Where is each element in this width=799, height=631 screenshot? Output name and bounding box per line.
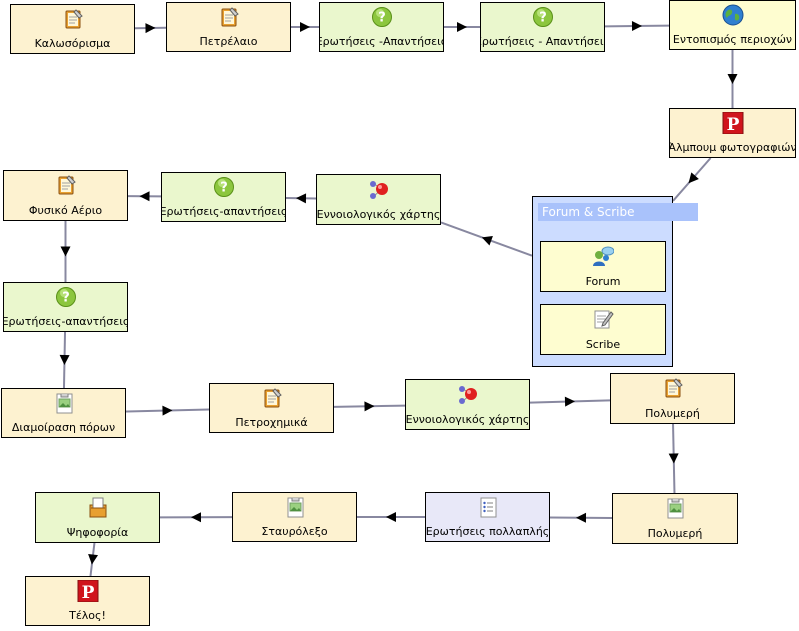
concept-map-node-1[interactable]: Εννοιολογικός χάρτης [316, 174, 441, 225]
node-label: Σταυρόλεξο [261, 525, 328, 538]
node-label: Άλμπουμ φωτογραφιών [669, 141, 796, 154]
qa-node-4[interactable]: ? Ερωτήσεις-απαντήσεις [3, 282, 128, 332]
activity-node-petroleum[interactable]: Πετρέλαιο [166, 2, 291, 52]
question-icon: ? [532, 7, 553, 27]
flow-arrow-icon [162, 405, 173, 416]
flow-arrow-icon [139, 191, 150, 202]
svg-text:P: P [726, 115, 739, 134]
scribe-icon [594, 310, 614, 329]
pixlr-icon: P [77, 580, 98, 602]
flow-arrow-icon [688, 172, 699, 184]
flow-arrow-icon [386, 512, 396, 522]
scribe-node[interactable]: Scribe [540, 304, 666, 355]
image-doc-icon [56, 393, 72, 414]
svg-text:?: ? [220, 181, 228, 196]
flow-arrow-icon [59, 354, 70, 365]
node-label: Πετρέλαιο [199, 35, 258, 48]
question-icon: ? [371, 7, 392, 27]
photo-album-node[interactable]: P Άλμπουμ φωτογραφιών [669, 108, 796, 158]
group-title: Forum & Scribe [538, 203, 698, 221]
image-doc-icon [667, 498, 684, 519]
node-label: Πολυμερή [647, 527, 703, 540]
flow-arrow-icon [88, 553, 99, 565]
flow-arrow-icon [457, 22, 467, 32]
svg-text:P: P [81, 583, 94, 602]
polymers-resource-node[interactable]: Πολυμερή [612, 493, 738, 544]
question-icon: ? [55, 287, 76, 307]
qa-node-3[interactable]: ? Ερωτήσεις-απαντήσεις [161, 172, 286, 222]
notebook-icon [264, 388, 282, 408]
flow-arrow-icon [631, 21, 642, 32]
globe-icon [722, 4, 743, 26]
image-doc-icon [287, 497, 303, 518]
notebook-icon [221, 7, 239, 27]
flow-arrow-icon [668, 453, 679, 464]
molecule-icon [369, 181, 388, 199]
node-label: Τέλος! [69, 609, 106, 622]
node-label: Forum [585, 275, 621, 288]
flow-arrow-icon [364, 401, 375, 412]
svg-text:?: ? [62, 291, 70, 306]
node-label: Ψηφοφορία [66, 526, 129, 539]
notebook-icon [58, 175, 76, 195]
node-label: Ερωτήσεις -Απαντήσεις [319, 35, 444, 48]
node-label: Εντοπισμός περιοχών [672, 33, 793, 46]
end-node[interactable]: P Τέλος! [25, 576, 150, 626]
node-label: Ερωτήσεις-απαντήσεις [3, 315, 128, 328]
flow-arrow-icon [60, 246, 71, 257]
resource-sharing-node[interactable]: Διαμοίραση πόρων [1, 388, 126, 438]
node-label: Ερωτήσεις-απαντήσεις [161, 205, 286, 218]
node-label: Πολυμερή [645, 407, 700, 420]
flow-arrow-icon [481, 236, 493, 246]
notebook-icon [665, 378, 683, 398]
ballot-icon [89, 497, 106, 518]
list-doc-icon [480, 497, 496, 518]
mcq-node[interactable]: Ερωτήσεις πολλαπλής [425, 492, 550, 542]
flow-arrow-icon [145, 23, 156, 34]
node-label: Εννοιολογικός χάρτης [316, 208, 441, 221]
node-label: Διαμοίραση πόρων [11, 421, 116, 434]
flow-arrow-icon [727, 74, 738, 84]
node-label: Εννοιολογικός χάρτης [405, 413, 530, 426]
concept-map-node-2[interactable]: Εννοιολογικός χάρτης [405, 379, 530, 430]
activity-node-welcome[interactable]: Καλωσόρισμα [10, 4, 135, 54]
activity-node-polymers[interactable]: Πολυμερή [610, 373, 735, 424]
node-label: Ερωτήσεις - Απαντήσεις [480, 35, 605, 48]
qa-node-2[interactable]: ? Ερωτήσεις - Απαντήσεις [480, 2, 605, 52]
qa-node-1[interactable]: ? Ερωτήσεις -Απαντήσεις [319, 2, 444, 52]
forum-icon [593, 246, 614, 266]
node-label: Πετροχημικά [235, 416, 308, 429]
node-label: Scribe [585, 338, 621, 351]
flow-arrow-icon [296, 193, 307, 204]
activity-node-natural-gas[interactable]: Φυσικό Αέριο [3, 170, 128, 221]
notebook-icon [65, 9, 83, 29]
flow-arrow-icon [564, 396, 575, 407]
voting-node[interactable]: Ψηφοφορία [35, 492, 160, 543]
node-label: Ερωτήσεις πολλαπλής [425, 525, 550, 538]
node-label: Φυσικό Αέριο [28, 204, 103, 217]
pixlr-icon: P [722, 112, 743, 134]
flow-arrow-icon [576, 512, 587, 523]
map-node-locations[interactable]: Εντοπισμός περιοχών [669, 0, 796, 50]
node-label: Καλωσόρισμα [34, 37, 111, 50]
flow-arrow-icon [191, 512, 202, 523]
forum-scribe-group[interactable]: Forum & Scribe Forum Scribe [532, 196, 698, 367]
molecule-icon [458, 386, 477, 404]
flow-arrow-icon [300, 22, 310, 32]
question-icon: ? [213, 177, 234, 197]
crossword-node[interactable]: Σταυρόλεξο [232, 492, 357, 542]
svg-text:?: ? [378, 11, 386, 26]
svg-text:?: ? [539, 11, 547, 26]
activity-node-petrochemicals[interactable]: Πετροχημικά [209, 383, 334, 433]
forum-node[interactable]: Forum [540, 241, 666, 292]
